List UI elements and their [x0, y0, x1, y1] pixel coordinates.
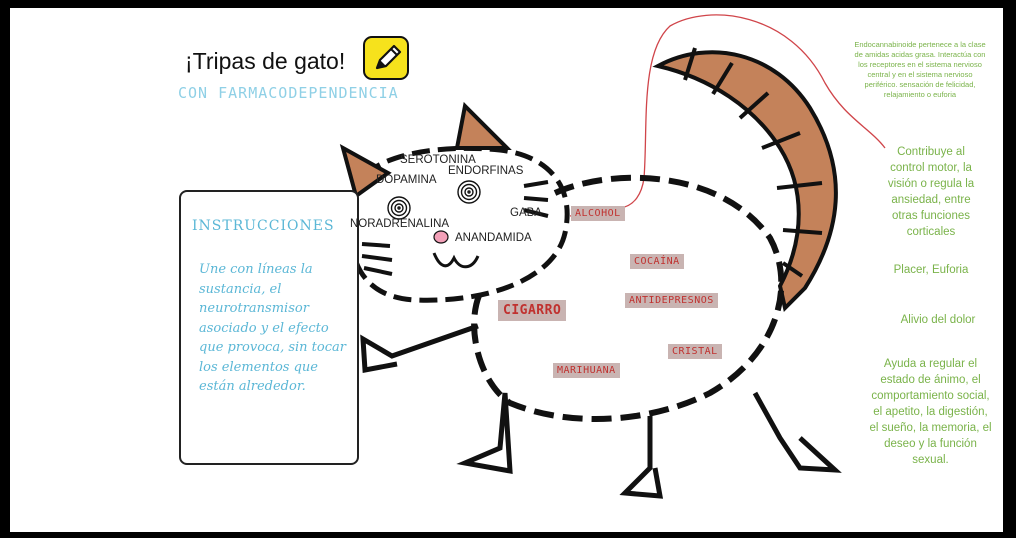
cat-legs [456, 391, 842, 499]
neurotransmitter-anandamida[interactable]: ANANDAMIDA [455, 232, 532, 244]
spiral-eye-icon [387, 180, 481, 220]
substance-alcohol[interactable]: ALCOHOL [571, 206, 625, 221]
substance-cristal[interactable]: CRISTAL [668, 344, 722, 359]
effect-placer-euforia[interactable]: Placer, Euforia [893, 264, 969, 276]
cat-right-ear [454, 101, 512, 150]
cat-whiskers [361, 180, 549, 276]
neurotransmitter-gaba[interactable]: GABA [510, 207, 542, 219]
neurotransmitter-serotonina[interactable]: SEROTONINA [400, 154, 476, 166]
effect-estado-animo[interactable]: Ayuda a regular el estado de ánimo, el c… [869, 358, 992, 466]
subtitle: CON FARMACODEPENDENCIA [178, 84, 399, 102]
pencil-icon [375, 44, 402, 70]
worksheet-canvas: ¡Tripas de gato! CON FARMACODEPENDENCIA … [10, 8, 1003, 532]
effect-anandamida-description[interactable]: Endocannabinoide pertenece a la clase de… [854, 40, 986, 99]
instructions-heading: INSTRUCCIONES [192, 218, 335, 234]
instructions-body: Une con líneas la sustancia, el neurotra… [199, 262, 346, 394]
neurotransmitter-dopamina[interactable]: DOPAMINA [376, 174, 437, 186]
substance-cigarro[interactable]: CIGARRO [498, 300, 567, 321]
cat-front-leg [360, 323, 479, 373]
cat-head [348, 145, 570, 303]
substance-antidepresnos[interactable]: ANTIDEPRESNOS [625, 293, 718, 308]
tail-stripes [683, 47, 823, 278]
cat-left-ear [339, 143, 392, 200]
neurotransmitter-endorfinas[interactable]: ENDORFINAS [448, 165, 524, 177]
cat-body [471, 174, 785, 422]
connection-line [569, 14, 886, 217]
effect-alivio-dolor[interactable]: Alivio del dolor [900, 314, 976, 326]
page-title: ¡Tripas de gato! [185, 48, 346, 74]
substance-marihuana[interactable]: MARIHUANA [553, 363, 620, 378]
cat-drawing [339, 14, 886, 499]
cat-tail [652, 50, 838, 312]
substance-cocaina[interactable]: COCAÍNA [630, 254, 684, 269]
edit-button[interactable] [363, 36, 409, 80]
instructions-box [179, 190, 359, 465]
neurotransmitter-noradrenalina[interactable]: NORADRENALINA [350, 218, 450, 230]
effect-control-motor[interactable]: Contribuye al control motor, la visión o… [887, 146, 975, 238]
cat-mouth [432, 252, 480, 269]
cat-nose [433, 230, 449, 244]
